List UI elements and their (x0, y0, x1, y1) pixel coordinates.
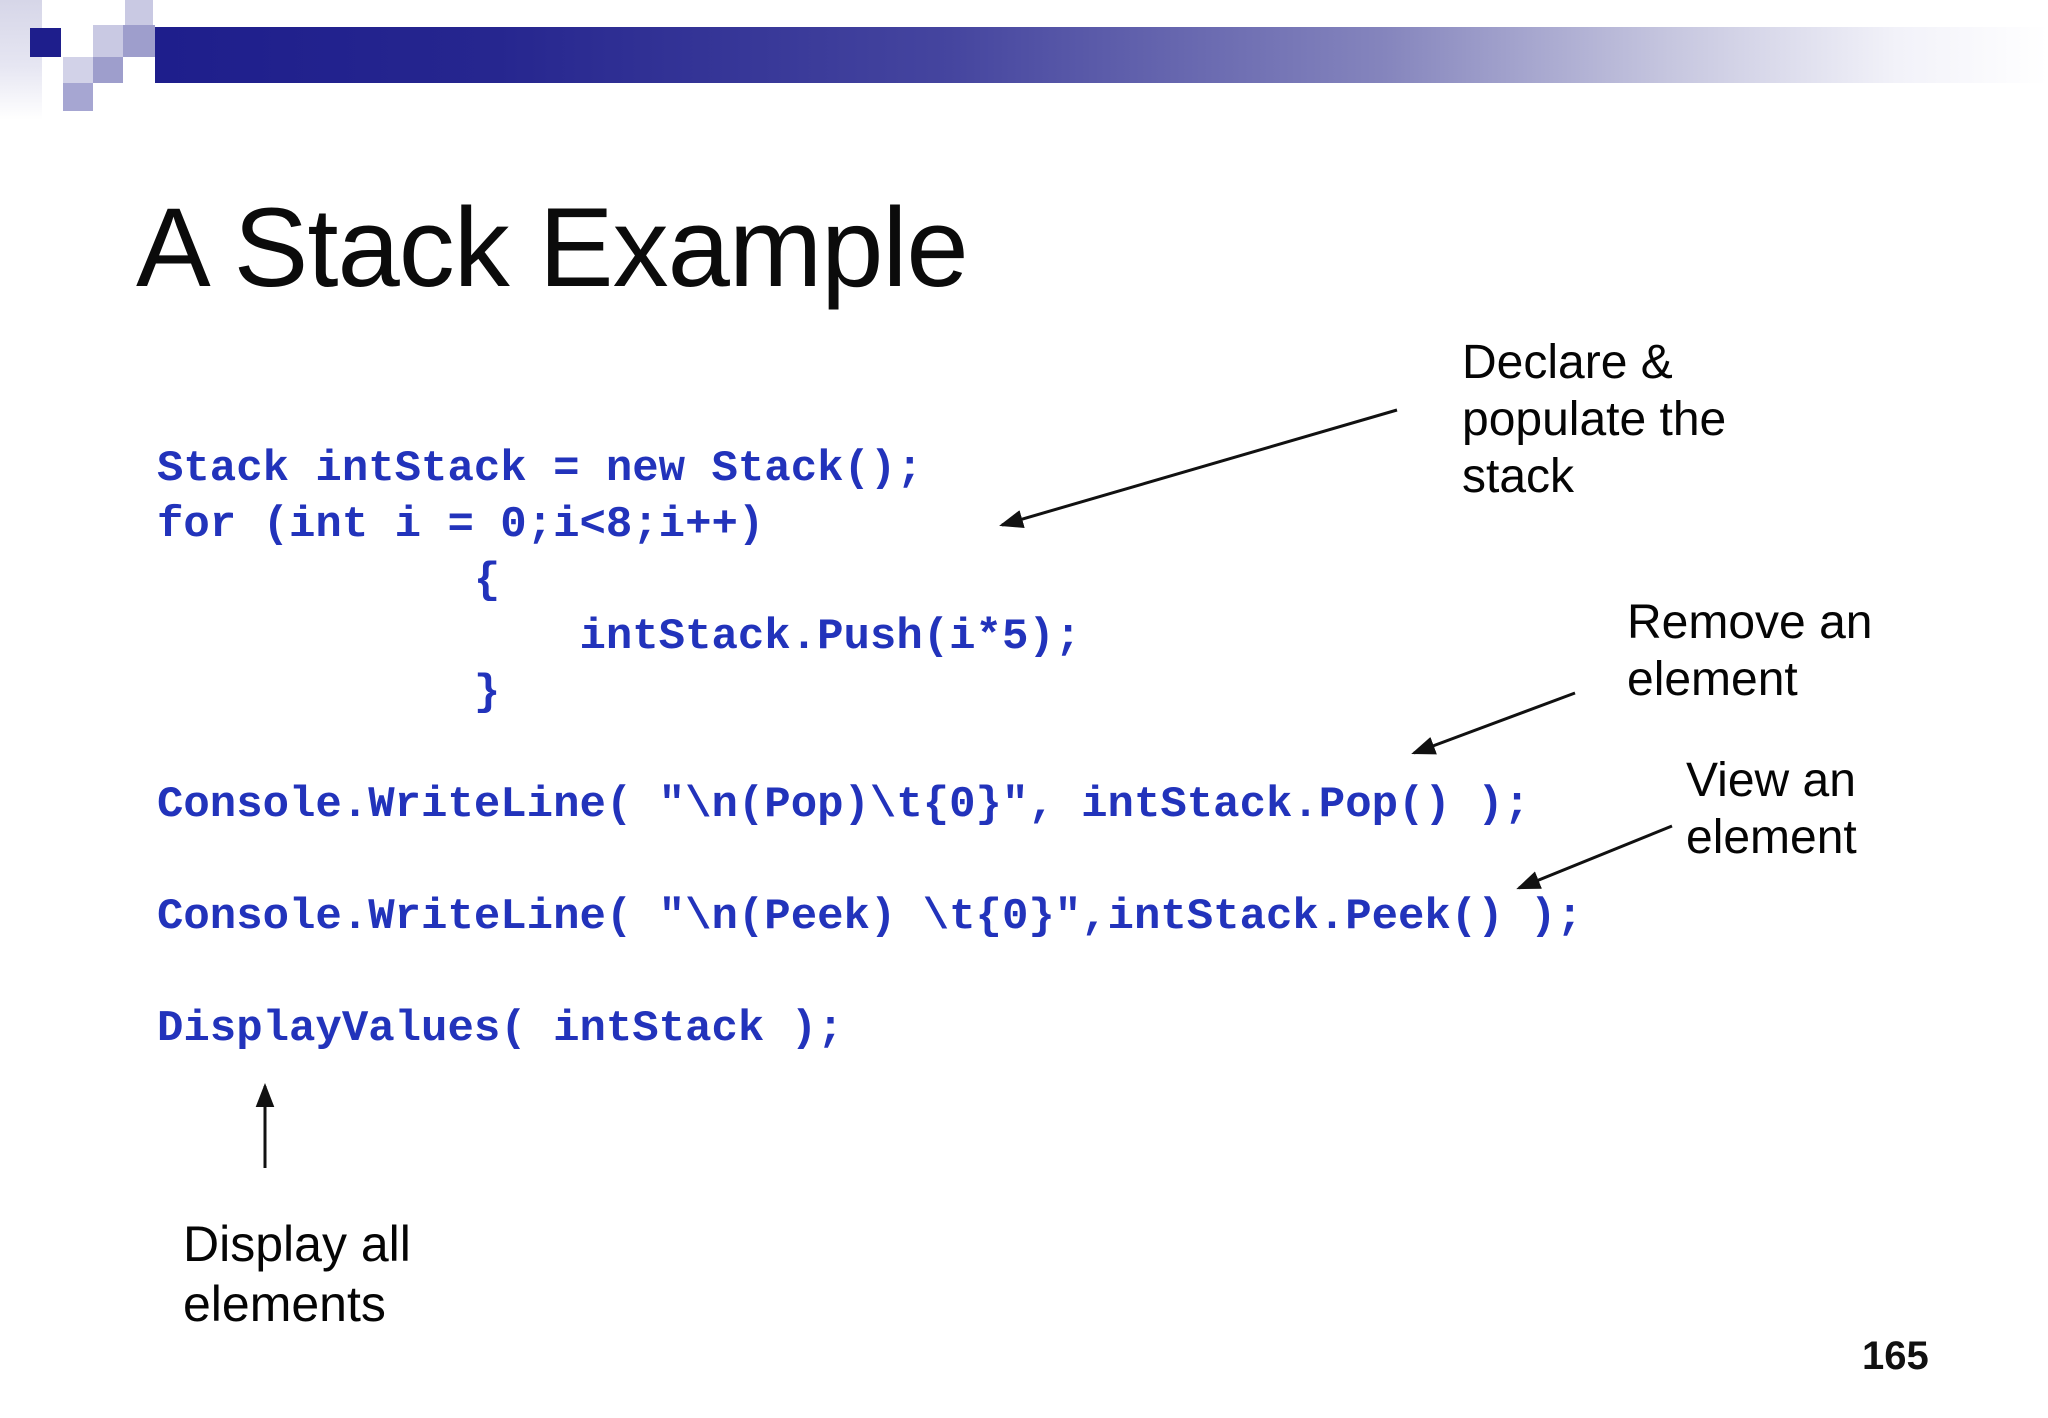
annotation-display-all: Display all elements (183, 1214, 411, 1334)
annotation-line: stack (1462, 450, 1575, 503)
decor-square-navy (30, 28, 61, 57)
decor-left-gradient-strip (0, 0, 42, 120)
slide-title: A Stack Example (136, 185, 969, 310)
annotation-view-element: View an element (1686, 752, 1857, 866)
annotation-line: Remove an (1627, 596, 1873, 649)
annotation-remove-element: Remove an element (1627, 594, 1872, 708)
annotation-declare-populate: Declare & populate the stack (1462, 334, 1726, 505)
code-line: } (157, 668, 501, 718)
code-line: DisplayValues( intStack ); (157, 1004, 844, 1054)
annotation-line: Declare & (1462, 336, 1673, 389)
decor-square-light-1 (93, 25, 123, 57)
decor-square-light-2 (63, 57, 93, 83)
annotation-line: element (1627, 653, 1798, 706)
page-number: 165 (1862, 1334, 1929, 1378)
annotation-line: element (1686, 811, 1857, 864)
decor-square-mid-3 (63, 83, 93, 111)
code-block: Stack intStack = new Stack(); for (int i… (157, 441, 1583, 1057)
annotation-line: elements (183, 1276, 386, 1332)
decor-square-mid-2 (93, 57, 123, 83)
code-line: Stack intStack = new Stack(); (157, 444, 923, 494)
decor-square-mid-1 (123, 25, 155, 57)
code-line (157, 721, 1583, 777)
code-line (157, 833, 1583, 889)
annotation-line: populate the (1462, 393, 1727, 446)
code-line: Console.WriteLine( "\n(Pop)\t{0}", intSt… (157, 780, 1531, 830)
code-line: intStack.Push(i*5); (157, 612, 1082, 662)
code-line (157, 945, 1583, 1001)
decor-top-gradient-bar (155, 27, 2048, 83)
code-line: for (int i = 0;i<8;i++) (157, 500, 765, 550)
annotation-line: View an (1686, 754, 1856, 807)
code-line: Console.WriteLine( "\n(Peek) \t{0}",intS… (157, 892, 1583, 942)
annotation-line: Display all (183, 1216, 411, 1272)
code-line: { (157, 556, 501, 606)
decor-square-top (125, 0, 153, 26)
